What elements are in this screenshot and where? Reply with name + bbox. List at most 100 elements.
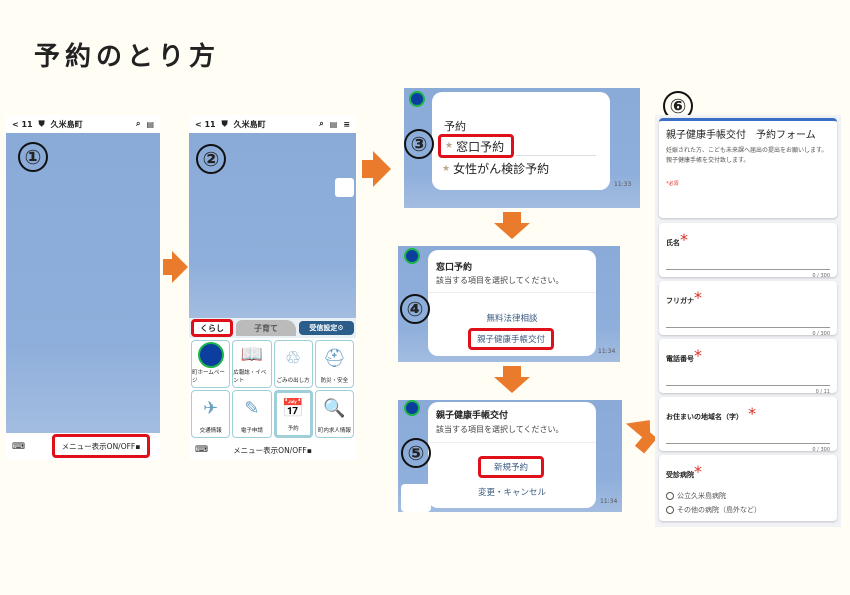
radio-icon[interactable] [666, 492, 674, 500]
tab-kosodate[interactable]: 子育て [236, 320, 296, 336]
screen-step-6-form: 親子健康手帳交付 予約フォーム 妊娠された方、こども未来課へ届出の提出をお願いし… [655, 115, 841, 527]
magnifier-icon: 🔍 [323, 398, 346, 419]
town-logo-icon [197, 341, 224, 368]
required-note: *必須 [666, 181, 679, 187]
arrow-icon [163, 259, 173, 275]
form-description: 妊娠された方、こども未来課へ届出の提出をお願いします。親子健康手帳を交付致します… [666, 147, 828, 164]
menu-toggle-button[interactable]: メニュー表示ON/OFF▪ [52, 434, 150, 458]
scroll-button[interactable] [401, 484, 431, 512]
menu-item-safety[interactable]: ⛑ 防災・安全 [314, 340, 354, 388]
menu-item-label: 交通情報 [199, 428, 222, 434]
menu-icon[interactable]: ≡ [343, 119, 350, 129]
message-bubble: 親子健康手帳交付 該当する項目を選択してください。 新規予約 変更・キャンセル [428, 402, 596, 508]
option-window-reservation[interactable]: ★窓口予約 [438, 134, 514, 158]
message-prompt: 該当する項目を選択してください。 [436, 276, 564, 285]
menu-item-label: 電子申請 [240, 428, 263, 434]
option-label: 窓口予約 [456, 139, 505, 154]
field-label: フリガナ [666, 297, 694, 305]
char-counter: 0 / 11 [815, 389, 830, 395]
screen-step-5: 親子健康手帳交付 該当する項目を選択してください。 新規予約 変更・キャンセル … [398, 400, 622, 512]
menu-item-events[interactable]: 📖 広報誌・イベント [232, 340, 272, 388]
option-label: 女性がん検診予約 [453, 162, 550, 176]
menu-item-garbage[interactable]: ♲ごみの出し方 [273, 340, 313, 388]
field-area[interactable]: お住まいの地域名（字） *0 / 300 [659, 397, 837, 453]
step-number-1: ① [18, 142, 48, 172]
page-title: 予約のとり方 [34, 42, 221, 72]
arrow-icon [362, 160, 374, 178]
tab-settings[interactable]: 受信設定⚙ [299, 321, 354, 335]
text-input[interactable] [666, 385, 830, 386]
town-logo-icon [404, 248, 420, 264]
helmet-icon: ⛑ [322, 348, 346, 369]
char-counter: 0 / 300 [812, 273, 830, 279]
option-legal-consult[interactable]: 無料法律相談 [486, 314, 538, 324]
town-logo-icon [409, 91, 425, 107]
text-input[interactable] [666, 443, 830, 444]
menu-item-transport[interactable]: ✈ 交通情報 [191, 390, 231, 438]
menu-toggle-button[interactable]: メニュー表示ON/OFF▪ [233, 445, 312, 455]
form-title: 親子健康手帳交付 予約フォーム [666, 130, 816, 141]
message-prompt: 該当する項目を選択してください。 [436, 425, 564, 434]
field-phone[interactable]: 電話番号*0 / 11 [659, 339, 837, 395]
option-label: その他の病院（島外など） [677, 506, 761, 514]
screen-step-3: 予約 ★窓口予約 ★女性がん検診予約 11:33 [404, 88, 640, 208]
pen-paper-icon: ✎ [244, 398, 260, 419]
scroll-button[interactable] [335, 178, 354, 197]
timestamp: 11:33 [614, 181, 632, 188]
char-counter: 0 / 300 [812, 447, 830, 453]
book-icon: 📖 [240, 344, 264, 365]
menu-item-reservation[interactable]: 📅 予約 [273, 390, 313, 438]
step-number-5: ⑤ [401, 438, 431, 468]
screen-step-4: 窓口予約 該当する項目を選択してください。 無料法律相談 親子健康手帳交付 11… [398, 246, 620, 362]
search-icon[interactable]: ⌕ [319, 119, 324, 128]
field-furigana[interactable]: フリガナ*0 / 300 [659, 281, 837, 337]
chat-area [6, 133, 160, 433]
radio-icon[interactable] [666, 506, 674, 514]
menu-item-label: ごみの出し方 [276, 378, 310, 384]
screen-step-2: < 11 ⛊ 久米島町 ⌕ ▤ ≡ くらし 子育て 受信設定⚙ 町ホームページ … [189, 115, 356, 460]
step-number-3: ③ [404, 129, 434, 159]
menu-item-e-application[interactable]: ✎ 電子申請 [232, 390, 272, 438]
keyboard-icon[interactable]: ⌨ [195, 445, 208, 455]
arrow-icon [373, 151, 391, 187]
rich-menu-grid: 町ホームページ 📖 広報誌・イベント ♲ごみの出し方 ⛑ 防災・安全 ✈ 交通情報 ✎… [189, 338, 356, 440]
field-hospital: 受診病院* 公立久米島病院 その他の病院（島外など） [659, 455, 837, 521]
message-bubble: 予約 ★窓口予約 ★女性がん検診予約 [432, 92, 610, 190]
back-button[interactable]: < 11 [195, 119, 216, 129]
step-number-2: ② [196, 144, 226, 174]
text-input[interactable] [666, 327, 830, 328]
radio-option-other-hospital[interactable]: その他の病院（島外など） [666, 505, 830, 515]
option-cancer-screening[interactable]: ★女性がん検診予約 [442, 160, 549, 177]
menu-item-label: 広報誌・イベント [233, 370, 267, 384]
menu-item-jobs[interactable]: 🔍町内求人情報 [314, 390, 354, 438]
menu-item-homepage[interactable]: 町ホームページ [191, 340, 231, 388]
shield-icon: ⛊ [221, 119, 228, 128]
field-name[interactable]: 氏名*0 / 300 [659, 223, 837, 279]
menu-item-label: 防災・安全 [320, 378, 349, 384]
option-parent-child-handbook[interactable]: 親子健康手帳交付 [468, 328, 554, 350]
account-name: 久米島町 [233, 119, 266, 129]
radio-option-kumejima-hospital[interactable]: 公立久米島病院 [666, 491, 830, 501]
back-button[interactable]: < 11 [12, 119, 33, 129]
search-icon[interactable]: ⌕ [135, 119, 141, 128]
tab-kurashi[interactable]: くらし [191, 319, 233, 337]
field-label: お住まいの地域名（字） [666, 413, 743, 421]
keyboard-icon[interactable]: ⌨ [12, 441, 25, 452]
notes-icon[interactable]: ▤ [146, 119, 154, 129]
timestamp: 11:34 [598, 348, 616, 355]
option-label: 公立久米島病院 [677, 492, 726, 500]
text-input[interactable] [666, 269, 830, 270]
char-counter: 0 / 300 [812, 331, 830, 337]
option-new-reservation[interactable]: 新規予約 [478, 456, 544, 478]
divider [428, 442, 596, 443]
star-icon: ★ [442, 163, 451, 174]
menu-item-label: 予約 [287, 426, 299, 432]
option-change-cancel[interactable]: 変更・キャンセル [477, 488, 546, 498]
calendar-clock-icon: 📅 [281, 398, 305, 419]
form-header-card: 親子健康手帳交付 予約フォーム 妊娠された方、こども未来課へ届出の提出をお願いし… [659, 118, 837, 218]
shield-icon: ⛊ [38, 119, 45, 128]
notes-icon[interactable]: ▤ [329, 119, 338, 129]
app-header: < 11 ⛊ 久米島町 ⌕ ▤ [6, 115, 160, 133]
screen-step-1: < 11 ⛊ 久米島町 ⌕ ▤ ⌨ メニュー表示ON/OFF▪ [6, 115, 160, 460]
transport-icon: ✈ [203, 398, 219, 419]
